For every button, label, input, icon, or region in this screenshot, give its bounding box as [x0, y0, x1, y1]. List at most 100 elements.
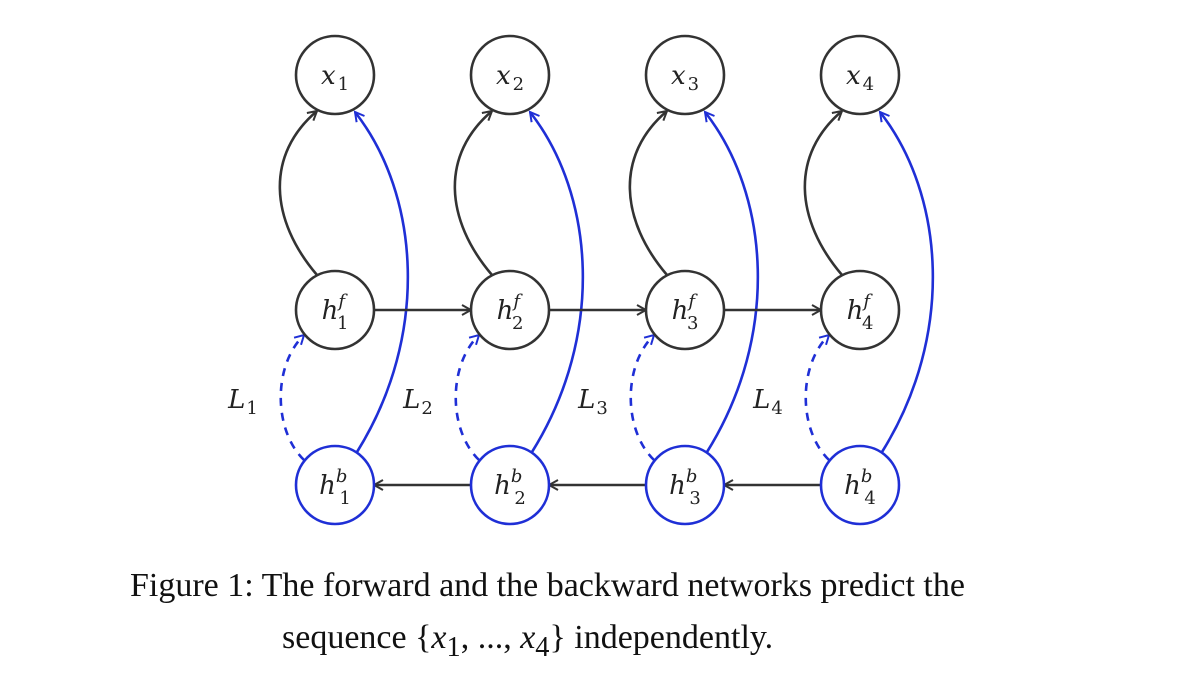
- node-x1-sub: 1: [338, 74, 349, 95]
- node-x1-var: x: [321, 61, 336, 91]
- loss-3-var: L: [577, 385, 595, 415]
- caption-text-2-suffix: } independently.: [549, 619, 774, 656]
- node-hb2-var: h: [494, 471, 511, 501]
- node-hf3-sub: 3: [687, 313, 698, 334]
- node-hb1-sub: 1: [339, 488, 350, 509]
- node-hb3-var: h: [669, 471, 686, 501]
- edge-loss-1: [279, 335, 304, 460]
- node-hf3-circle: [644, 269, 726, 351]
- edge-hb4-to-x4: [880, 112, 935, 453]
- edge-loss-2: [454, 335, 479, 460]
- caption-text-2-prefix: sequence {: [282, 619, 432, 656]
- node-x2-circle: [469, 34, 551, 116]
- loss-4-var: L: [752, 385, 770, 415]
- caption-x1-sub: 1: [446, 631, 461, 663]
- node-hf2-circle: [469, 269, 551, 351]
- caption-x4-sub: 4: [535, 631, 550, 663]
- edges-layer: [278, 111, 935, 485]
- node-x3-sub: 3: [688, 74, 699, 95]
- caption-line-1: Figure 1: The forward and the backward n…: [130, 560, 1090, 612]
- node-x3-var: x: [671, 61, 686, 91]
- node-hf4-circle: [819, 269, 901, 351]
- node-hb4-circle: [819, 444, 901, 526]
- node-hb2-sub: 2: [514, 488, 525, 509]
- loss-1-sub: 1: [246, 398, 257, 419]
- node-hb2-circle: [469, 444, 551, 526]
- edge-loss-3: [629, 335, 654, 460]
- edge-hf3-to-x3: [628, 111, 667, 276]
- node-x2-sub: 2: [513, 74, 524, 95]
- node-hf1-sub: 1: [337, 313, 348, 334]
- caption-label: Figure 1:: [130, 567, 254, 604]
- loss-4-sub: 4: [771, 398, 782, 419]
- loss-2-var: L: [402, 385, 420, 415]
- node-x1-circle: [294, 34, 376, 116]
- edge-loss-4: [804, 335, 829, 460]
- node-hf4-sub: 4: [862, 313, 873, 334]
- edge-hb2-to-x2: [530, 112, 585, 453]
- caption-line-2: sequence {x1, ..., x4} independently.: [130, 612, 1090, 674]
- node-hb3-sub: 3: [689, 488, 700, 509]
- figure-caption: Figure 1: The forward and the backward n…: [130, 560, 1090, 674]
- edge-hf2-to-x2: [453, 111, 492, 276]
- node-x3-circle: [644, 34, 726, 116]
- loss-label-2: L2: [402, 385, 433, 419]
- loss-label-3: L3: [577, 385, 608, 419]
- caption-text-1: The forward and the backward networks pr…: [261, 567, 965, 604]
- node-hf1-var: h: [322, 296, 339, 326]
- loss-3-sub: 3: [596, 398, 607, 419]
- edge-hb3-to-x3: [705, 112, 760, 453]
- loss-2-sub: 2: [421, 398, 432, 419]
- node-hb2-sup: b: [511, 466, 523, 487]
- edge-hf4-to-x4: [803, 111, 842, 276]
- node-hb1-sup: b: [336, 466, 348, 487]
- node-hb1-var: h: [319, 471, 336, 501]
- loss-1-var: L: [227, 385, 245, 415]
- node-hf2-var: h: [497, 296, 514, 326]
- edge-hf1-to-x1: [278, 111, 317, 276]
- node-x2-var: x: [496, 61, 511, 91]
- node-hf4-var: h: [847, 296, 864, 326]
- node-x4-circle: [819, 34, 901, 116]
- node-x4-var: x: [846, 61, 861, 91]
- caption-x1-var: x: [431, 619, 447, 656]
- edge-hb1-to-x1: [355, 112, 410, 453]
- node-hf2-sub: 2: [512, 313, 523, 334]
- node-hf3-var: h: [672, 296, 689, 326]
- node-hb4-sub: 4: [864, 488, 875, 509]
- node-hf1-circle: [294, 269, 376, 351]
- caption-x4-var: x: [520, 619, 536, 656]
- node-hb1-circle: [294, 444, 376, 526]
- node-hb4-sup: b: [861, 466, 873, 487]
- loss-label-4: L4: [752, 385, 783, 419]
- caption-text-2-mid: , ...,: [460, 619, 521, 656]
- node-hb4-var: h: [844, 471, 861, 501]
- node-x4-sub: 4: [863, 74, 874, 95]
- node-hb3-sup: b: [686, 466, 698, 487]
- loss-label-1: L1: [227, 385, 258, 419]
- node-hb3-circle: [644, 444, 726, 526]
